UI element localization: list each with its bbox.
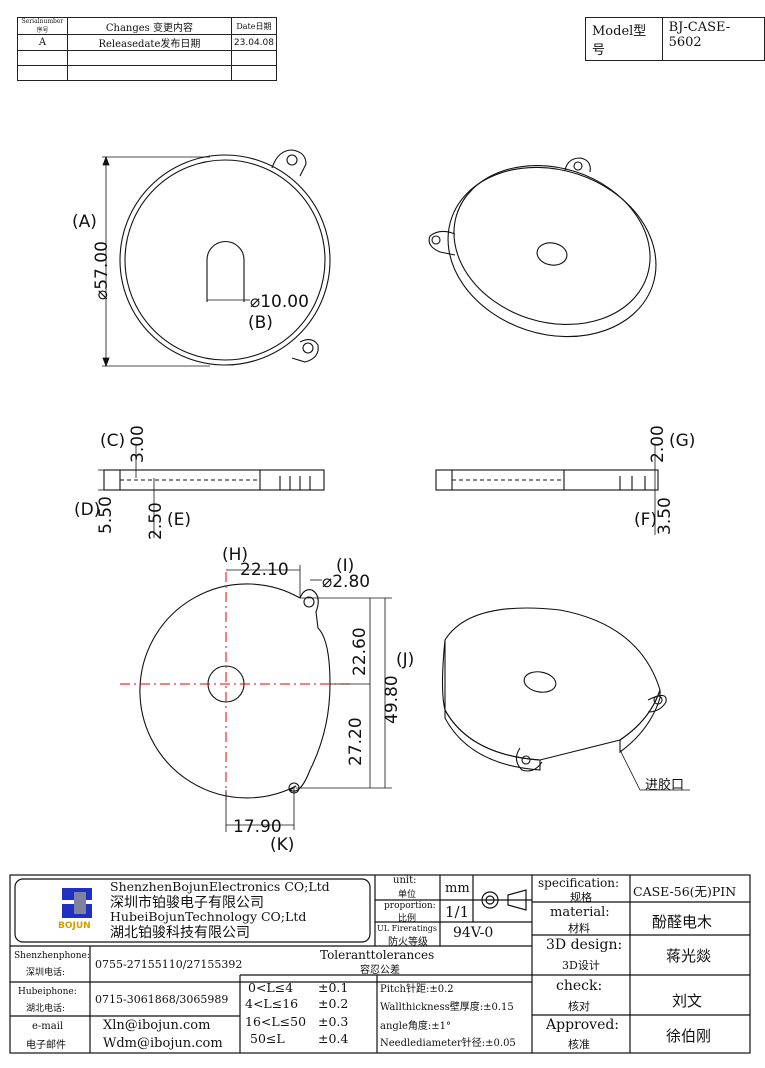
side-view-right [435, 445, 659, 535]
model-label: Model型号 [586, 18, 663, 60]
label-g: (G) [669, 431, 696, 451]
tol-note: Pitch针距:±0.2 [380, 984, 454, 995]
proportion-value: 1/1 [445, 903, 470, 921]
spec-label: specification: [538, 876, 620, 890]
dim-i: ⌀2.80 [322, 572, 371, 592]
tol-note: angle角度:±1° [380, 1021, 452, 1032]
label-i: (I) [336, 556, 355, 576]
centerlines [120, 572, 350, 800]
ul-value: 94V-0 [453, 925, 494, 941]
proportion-label-cn: 比例 [398, 914, 417, 924]
tol-title-cn: 容忍公差 [360, 965, 400, 976]
unit-label-cn: 单位 [398, 890, 417, 900]
tol-note: Needlediameter针径:±0.05 [380, 1038, 516, 1049]
phone-hb-label-cn: 湖北电话: [26, 1004, 66, 1014]
company-en-1: ShenzhenBojunElectronics CO;Ltd [110, 879, 330, 894]
phone-sz-label: Shenzhenphone: [14, 951, 90, 961]
company-cn-2: 湖北铂骏科技有限公司 [110, 925, 250, 941]
phone-hb-label: Hubeiphone: [18, 987, 77, 997]
phone-sz: 0755-27155110/27155392 [95, 958, 243, 971]
tol-value: ±0.2 [318, 996, 349, 1011]
check-value: 刘文 [672, 992, 703, 1010]
unit-label: unit: [393, 875, 417, 886]
dim-f: 3.50 [655, 497, 675, 535]
tol-value: ±0.1 [318, 980, 349, 995]
iso-top-outline [428, 157, 657, 338]
label-c: (C) [100, 431, 126, 451]
company-en-2: HubeiBojunTechnology CO;Ltd [110, 909, 307, 924]
email-2[interactable]: Wdm@ibojun.com [103, 1036, 223, 1051]
spec-value: CASE-56(无)PIN [633, 884, 737, 899]
email-label: e-mail [32, 1021, 64, 1032]
logo-text: BOJUN [58, 921, 91, 931]
tol-value: ±0.3 [318, 1014, 349, 1029]
dim-g: 2.00 [648, 425, 668, 463]
bojun-logo [62, 888, 92, 918]
unit-value: mm [445, 881, 470, 896]
proportion-label: proportion: [384, 901, 436, 911]
dim-e: 2.50 [146, 502, 166, 540]
ul-label: UL Fireratings [377, 924, 438, 933]
iso-bottom-outline [441, 607, 690, 791]
label-d: (D) [74, 500, 101, 520]
label-h: (H) [222, 545, 249, 565]
dim-c: 3.00 [128, 425, 148, 463]
email-1[interactable]: Xln@ibojun.com [103, 1018, 211, 1033]
dim-h: 22.10 [240, 560, 289, 580]
title-block-frame [9, 874, 751, 1054]
dim-upper: 22.60 [350, 627, 370, 676]
label-f: (F) [634, 510, 658, 530]
material-value: 酚醛电木 [652, 913, 713, 931]
dim-lower: 27.20 [346, 717, 366, 766]
dim-outer-diameter: ⌀57.00 [92, 241, 112, 300]
design-value: 蒋光燚 [666, 947, 712, 965]
label-j: (J) [396, 650, 415, 670]
tol-range: 50≤L [250, 1031, 285, 1046]
dim-total: 49.80 [382, 675, 402, 724]
tol-value: ±0.4 [318, 1031, 349, 1046]
phone-sz-label-cn: 深圳电话: [26, 968, 66, 978]
material-label: material: [550, 905, 610, 920]
spec-label-cn: 规格 [570, 891, 592, 904]
tol-title: Toleranttolerances [320, 948, 435, 962]
check-label-cn: 核对 [568, 1000, 590, 1013]
top-view-outline [119, 149, 331, 366]
dim-hole-diameter: ⌀10.00 [250, 292, 309, 312]
dim-k: 17.90 [233, 817, 282, 837]
dim-d: 5.50 [96, 496, 116, 534]
label-b: (B) [248, 313, 273, 333]
rev-cell [230, 65, 278, 81]
label-e: (E) [167, 510, 192, 530]
approved-label-cn: 核准 [568, 1038, 590, 1051]
design-label-cn: 3D设计 [562, 959, 600, 972]
revision-table: Serialnumber序号 Changes 变更内容 Date日期 A Rel… [17, 17, 278, 81]
model-value: BJ-CASE-5602 [668, 20, 731, 50]
approved-value: 徐伯刚 [666, 1027, 712, 1045]
approved-label: Approved: [546, 1017, 620, 1033]
ul-label-cn: 防火等级 [388, 937, 428, 948]
tol-range: 0<L≤4 [248, 980, 294, 995]
design-label: 3D design: [546, 937, 623, 953]
tol-range: 4<L≤16 [245, 996, 299, 1011]
bottom-view-outline [139, 583, 331, 799]
check-label: check: [556, 978, 603, 994]
gate-callout: 进胶口 [645, 778, 685, 793]
material-label-cn: 材料 [568, 922, 590, 935]
phone-hb: 0715-3061868/3065989 [95, 993, 229, 1006]
tol-note: Wallthickness壁厚度:±0.15 [380, 1002, 514, 1013]
side-view-left [98, 445, 325, 538]
email-label-cn: 电子邮件 [26, 1040, 66, 1051]
tol-range: 16<L≤50 [245, 1014, 307, 1029]
label-k: (K) [270, 835, 295, 855]
company-cn-1: 深圳市铂骏电子有限公司 [110, 895, 264, 911]
label-a: (A) [72, 212, 97, 232]
